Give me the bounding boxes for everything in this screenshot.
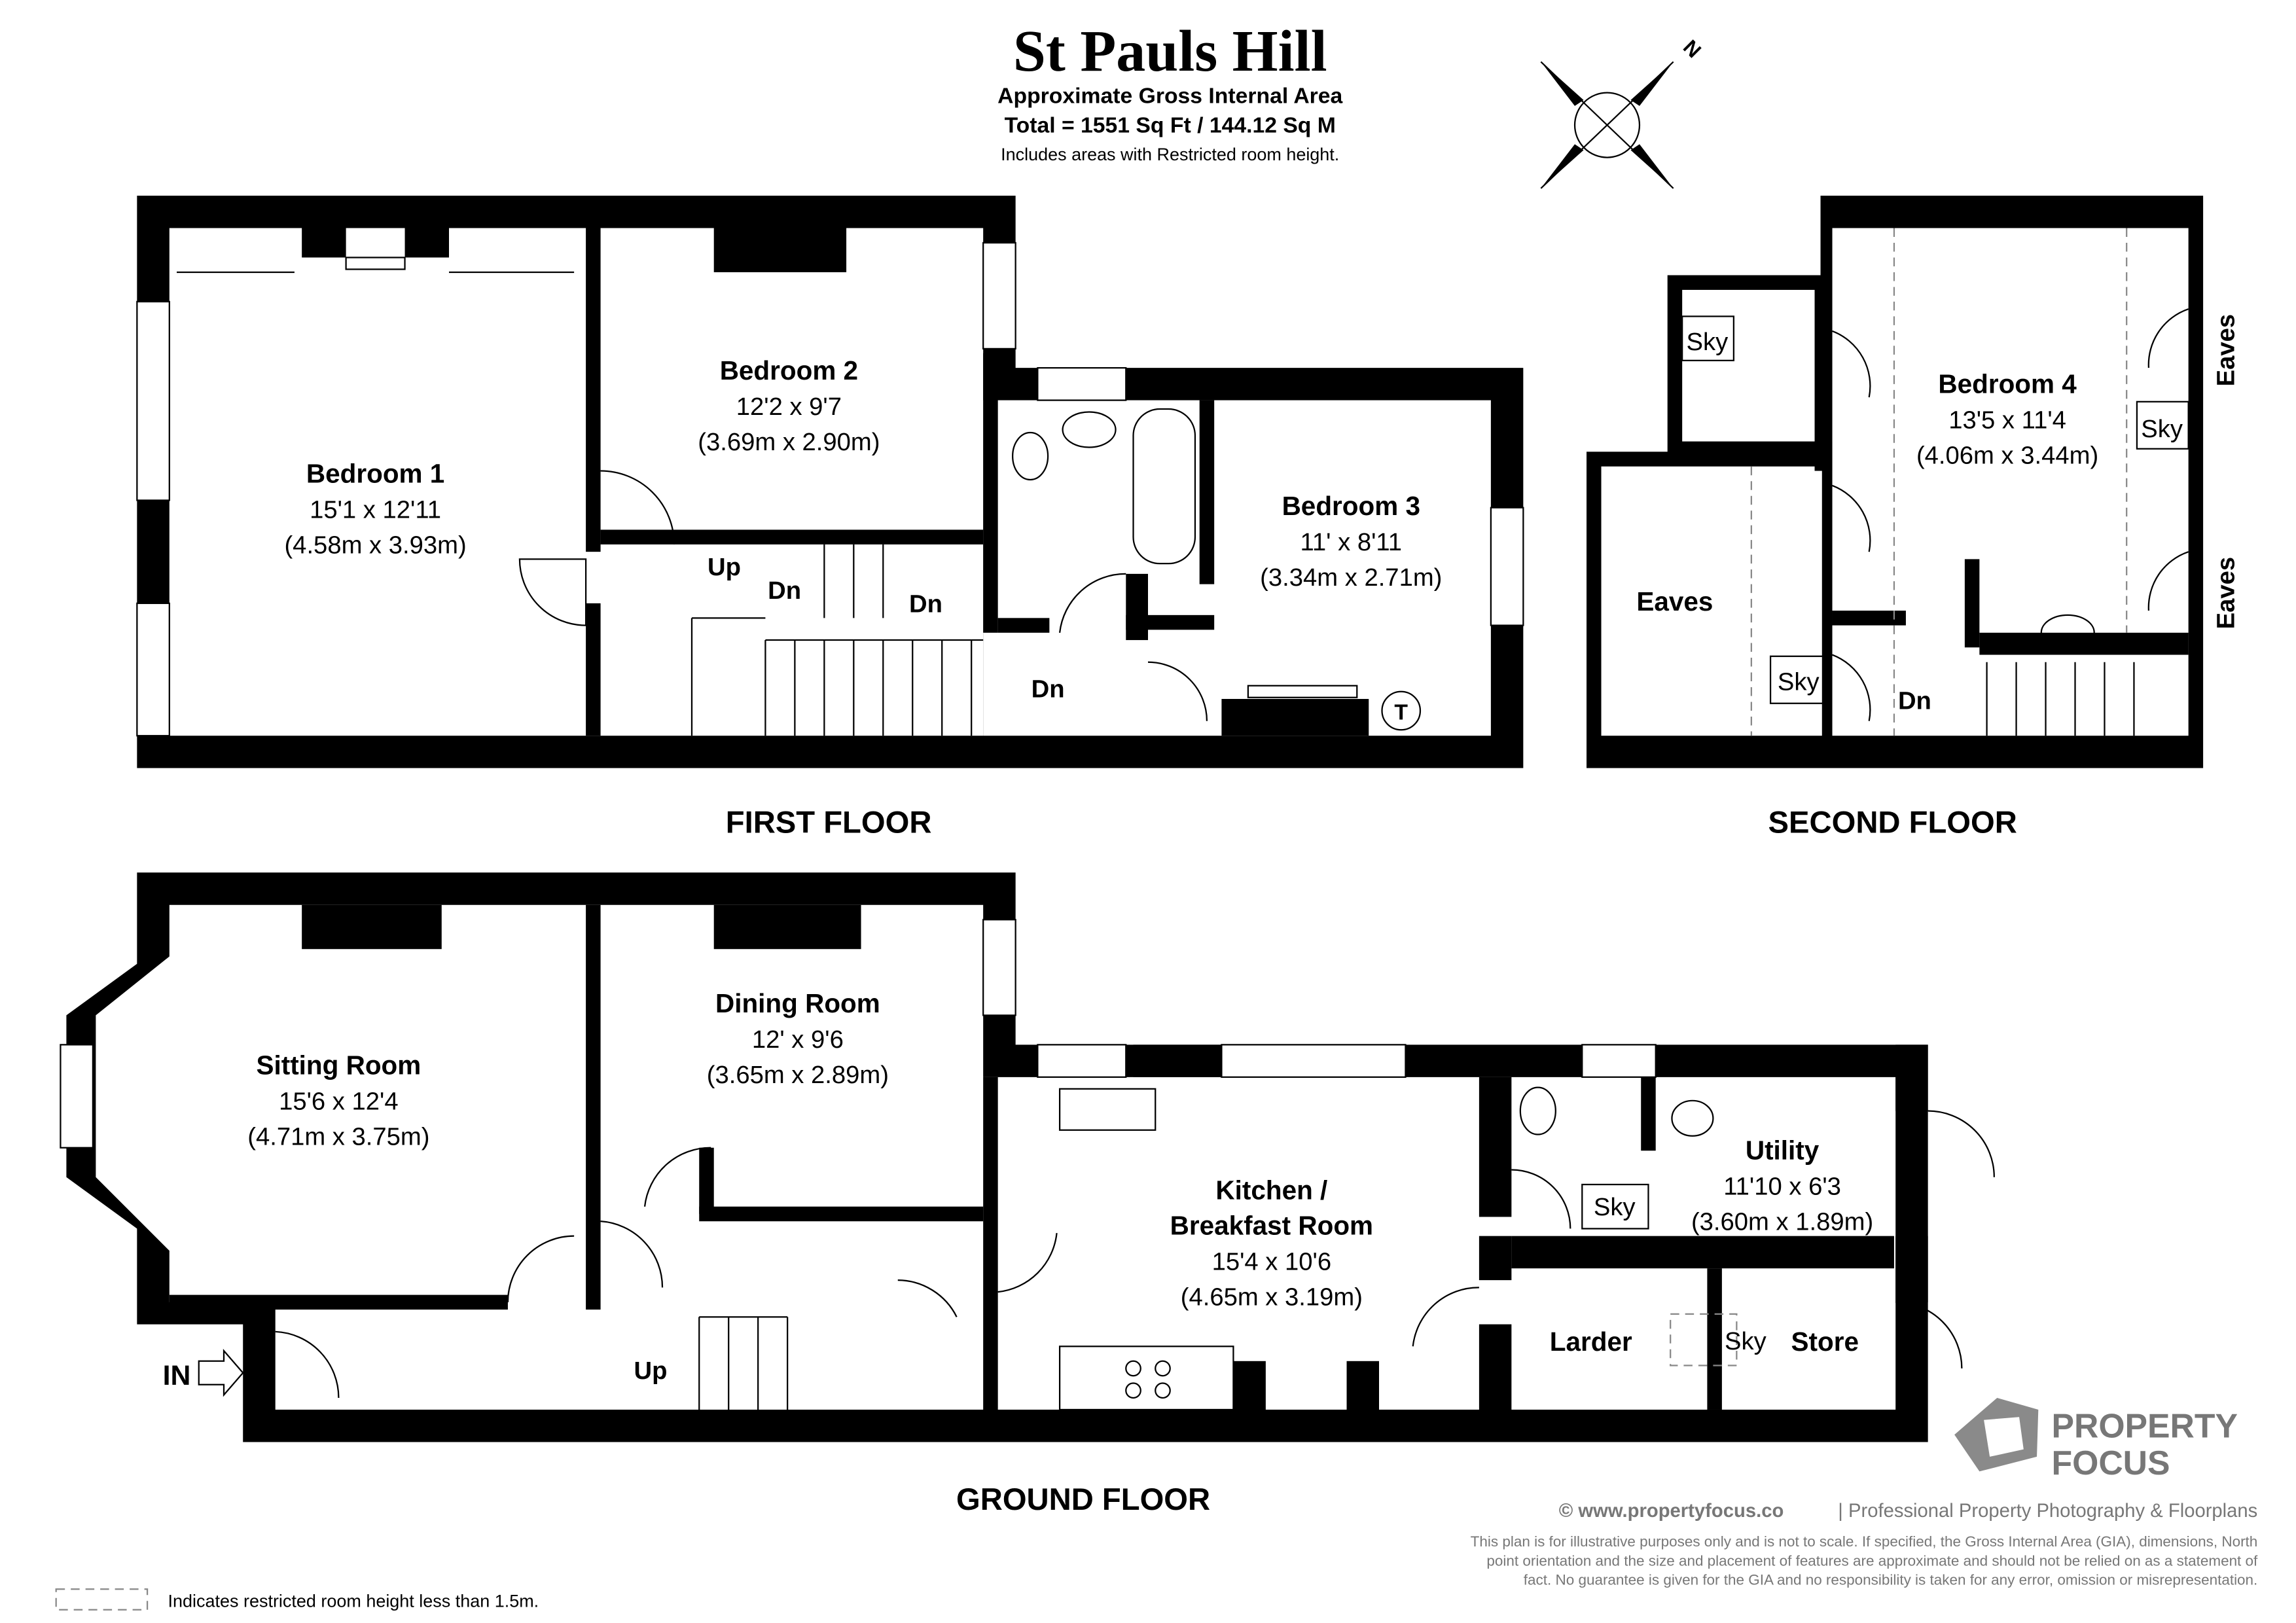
disclaimer-line: point orientation and the size and place… bbox=[1486, 1552, 2258, 1569]
floor-label: FIRST FLOOR bbox=[726, 806, 932, 840]
ground-floor-plan: IN Sitting Room 15'6 x 12'4 (4.71m x 3.7… bbox=[60, 872, 1995, 1517]
stairs-up-label: Up bbox=[708, 553, 741, 581]
eaves-label: Eaves bbox=[1636, 586, 1713, 616]
restricted-height-swatch bbox=[55, 1588, 149, 1611]
property-focus-logo: PROPERTY FOCUS bbox=[1954, 1397, 2238, 1482]
room-name: Dining Room bbox=[715, 988, 880, 1018]
eaves-label: Eaves bbox=[2212, 314, 2240, 387]
room-dim-imperial: 15'4 x 10'6 bbox=[1212, 1247, 1331, 1275]
gia-subtitle: Approximate Gross Internal Area bbox=[997, 83, 1342, 108]
room-dim-metric: (3.34m x 2.71m) bbox=[1260, 563, 1442, 592]
room-dim-metric: (3.60m x 1.89m) bbox=[1691, 1208, 1873, 1236]
room-name: Utility bbox=[1746, 1135, 1820, 1166]
water-tank-label: T bbox=[1394, 700, 1408, 724]
store-label: Store bbox=[1791, 1327, 1859, 1357]
larder-label: Larder bbox=[1550, 1327, 1632, 1357]
room-dim-metric: (4.06m x 3.44m) bbox=[1916, 441, 2098, 469]
floor-label: SECOND FLOOR bbox=[1768, 806, 2017, 840]
room-dim-metric: (3.69m x 2.90m) bbox=[698, 428, 880, 456]
room-name: Kitchen / bbox=[1215, 1175, 1327, 1205]
room-dim-imperial: 12' x 9'6 bbox=[752, 1026, 844, 1054]
north-label: N bbox=[1679, 35, 1706, 62]
entrance-label: IN bbox=[163, 1360, 191, 1391]
room-name: Bedroom 3 bbox=[1282, 491, 1420, 521]
stairs-down-label: Dn bbox=[768, 577, 801, 605]
second-floor-plan: Sky Sky Sky Eaves Eaves Eaves Dn Bedroom… bbox=[1587, 196, 2240, 840]
room-dim-imperial: 15'6 x 12'4 bbox=[279, 1087, 398, 1115]
gia-total: Total = 1551 Sq Ft / 144.12 Sq M bbox=[1005, 113, 1336, 137]
room-name: Bedroom 4 bbox=[1938, 368, 2077, 399]
room-dim-imperial: 13'5 x 11'4 bbox=[1948, 406, 2066, 434]
skylight-label: Sky bbox=[1778, 668, 1820, 696]
skylight-label: Sky bbox=[2141, 415, 2183, 443]
skylight-label: Sky bbox=[1594, 1193, 1636, 1221]
plan-title: St Pauls Hill bbox=[1013, 19, 1327, 84]
skylight-label: Sky bbox=[1725, 1327, 1767, 1355]
stairs-down-label: Dn bbox=[1031, 675, 1065, 704]
logo-text: FOCUS bbox=[2052, 1444, 2170, 1482]
floor-label: GROUND FLOOR bbox=[956, 1482, 1210, 1517]
room-name-line2: Breakfast Room bbox=[1170, 1210, 1373, 1240]
stairs-down-label: Dn bbox=[909, 590, 942, 618]
compass-icon: N bbox=[1540, 35, 1706, 189]
eaves-label: Eaves bbox=[2212, 557, 2240, 630]
room-dim-imperial: 11'10 x 6'3 bbox=[1723, 1173, 1841, 1201]
room-name: Bedroom 2 bbox=[720, 355, 858, 385]
disclaimer-line: This plan is for illustrative purposes o… bbox=[1471, 1533, 2258, 1550]
restricted-note: Includes areas with Restricted room heig… bbox=[1001, 145, 1339, 164]
room-name: Bedroom 1 bbox=[306, 458, 444, 488]
room-dim-imperial: 15'1 x 12'11 bbox=[310, 495, 441, 524]
room-dim-imperial: 11' x 8'11 bbox=[1300, 528, 1403, 556]
stairs-down-label: Dn bbox=[1898, 687, 1931, 715]
skylight-label: Sky bbox=[1687, 328, 1729, 356]
entrance-arrow-icon bbox=[198, 1349, 244, 1397]
stairs-up-label: Up bbox=[634, 1357, 668, 1385]
first-floor-plan: T Bedroom 1 15'1 x 12'11 (4.58m x 3.93m)… bbox=[136, 196, 1524, 840]
website-link[interactable]: © www.propertyfocus.co bbox=[1559, 1501, 1784, 1522]
legend-text: Indicates restricted room height less th… bbox=[168, 1591, 539, 1611]
room-dim-metric: (4.65m x 3.19m) bbox=[1181, 1283, 1363, 1311]
logo-text: PROPERTY bbox=[2052, 1407, 2238, 1445]
disclaimer-line: fact. No guarantee is given for the GIA … bbox=[1524, 1572, 2258, 1588]
room-dim-metric: (4.58m x 3.93m) bbox=[284, 531, 466, 559]
tagline: | Professional Property Photography & Fl… bbox=[1838, 1501, 2257, 1522]
room-dim-metric: (3.65m x 2.89m) bbox=[707, 1061, 889, 1089]
room-dim-metric: (4.71m x 3.75m) bbox=[247, 1122, 429, 1150]
room-dim-imperial: 12'2 x 9'7 bbox=[736, 393, 842, 421]
room-name: Sitting Room bbox=[256, 1050, 421, 1080]
